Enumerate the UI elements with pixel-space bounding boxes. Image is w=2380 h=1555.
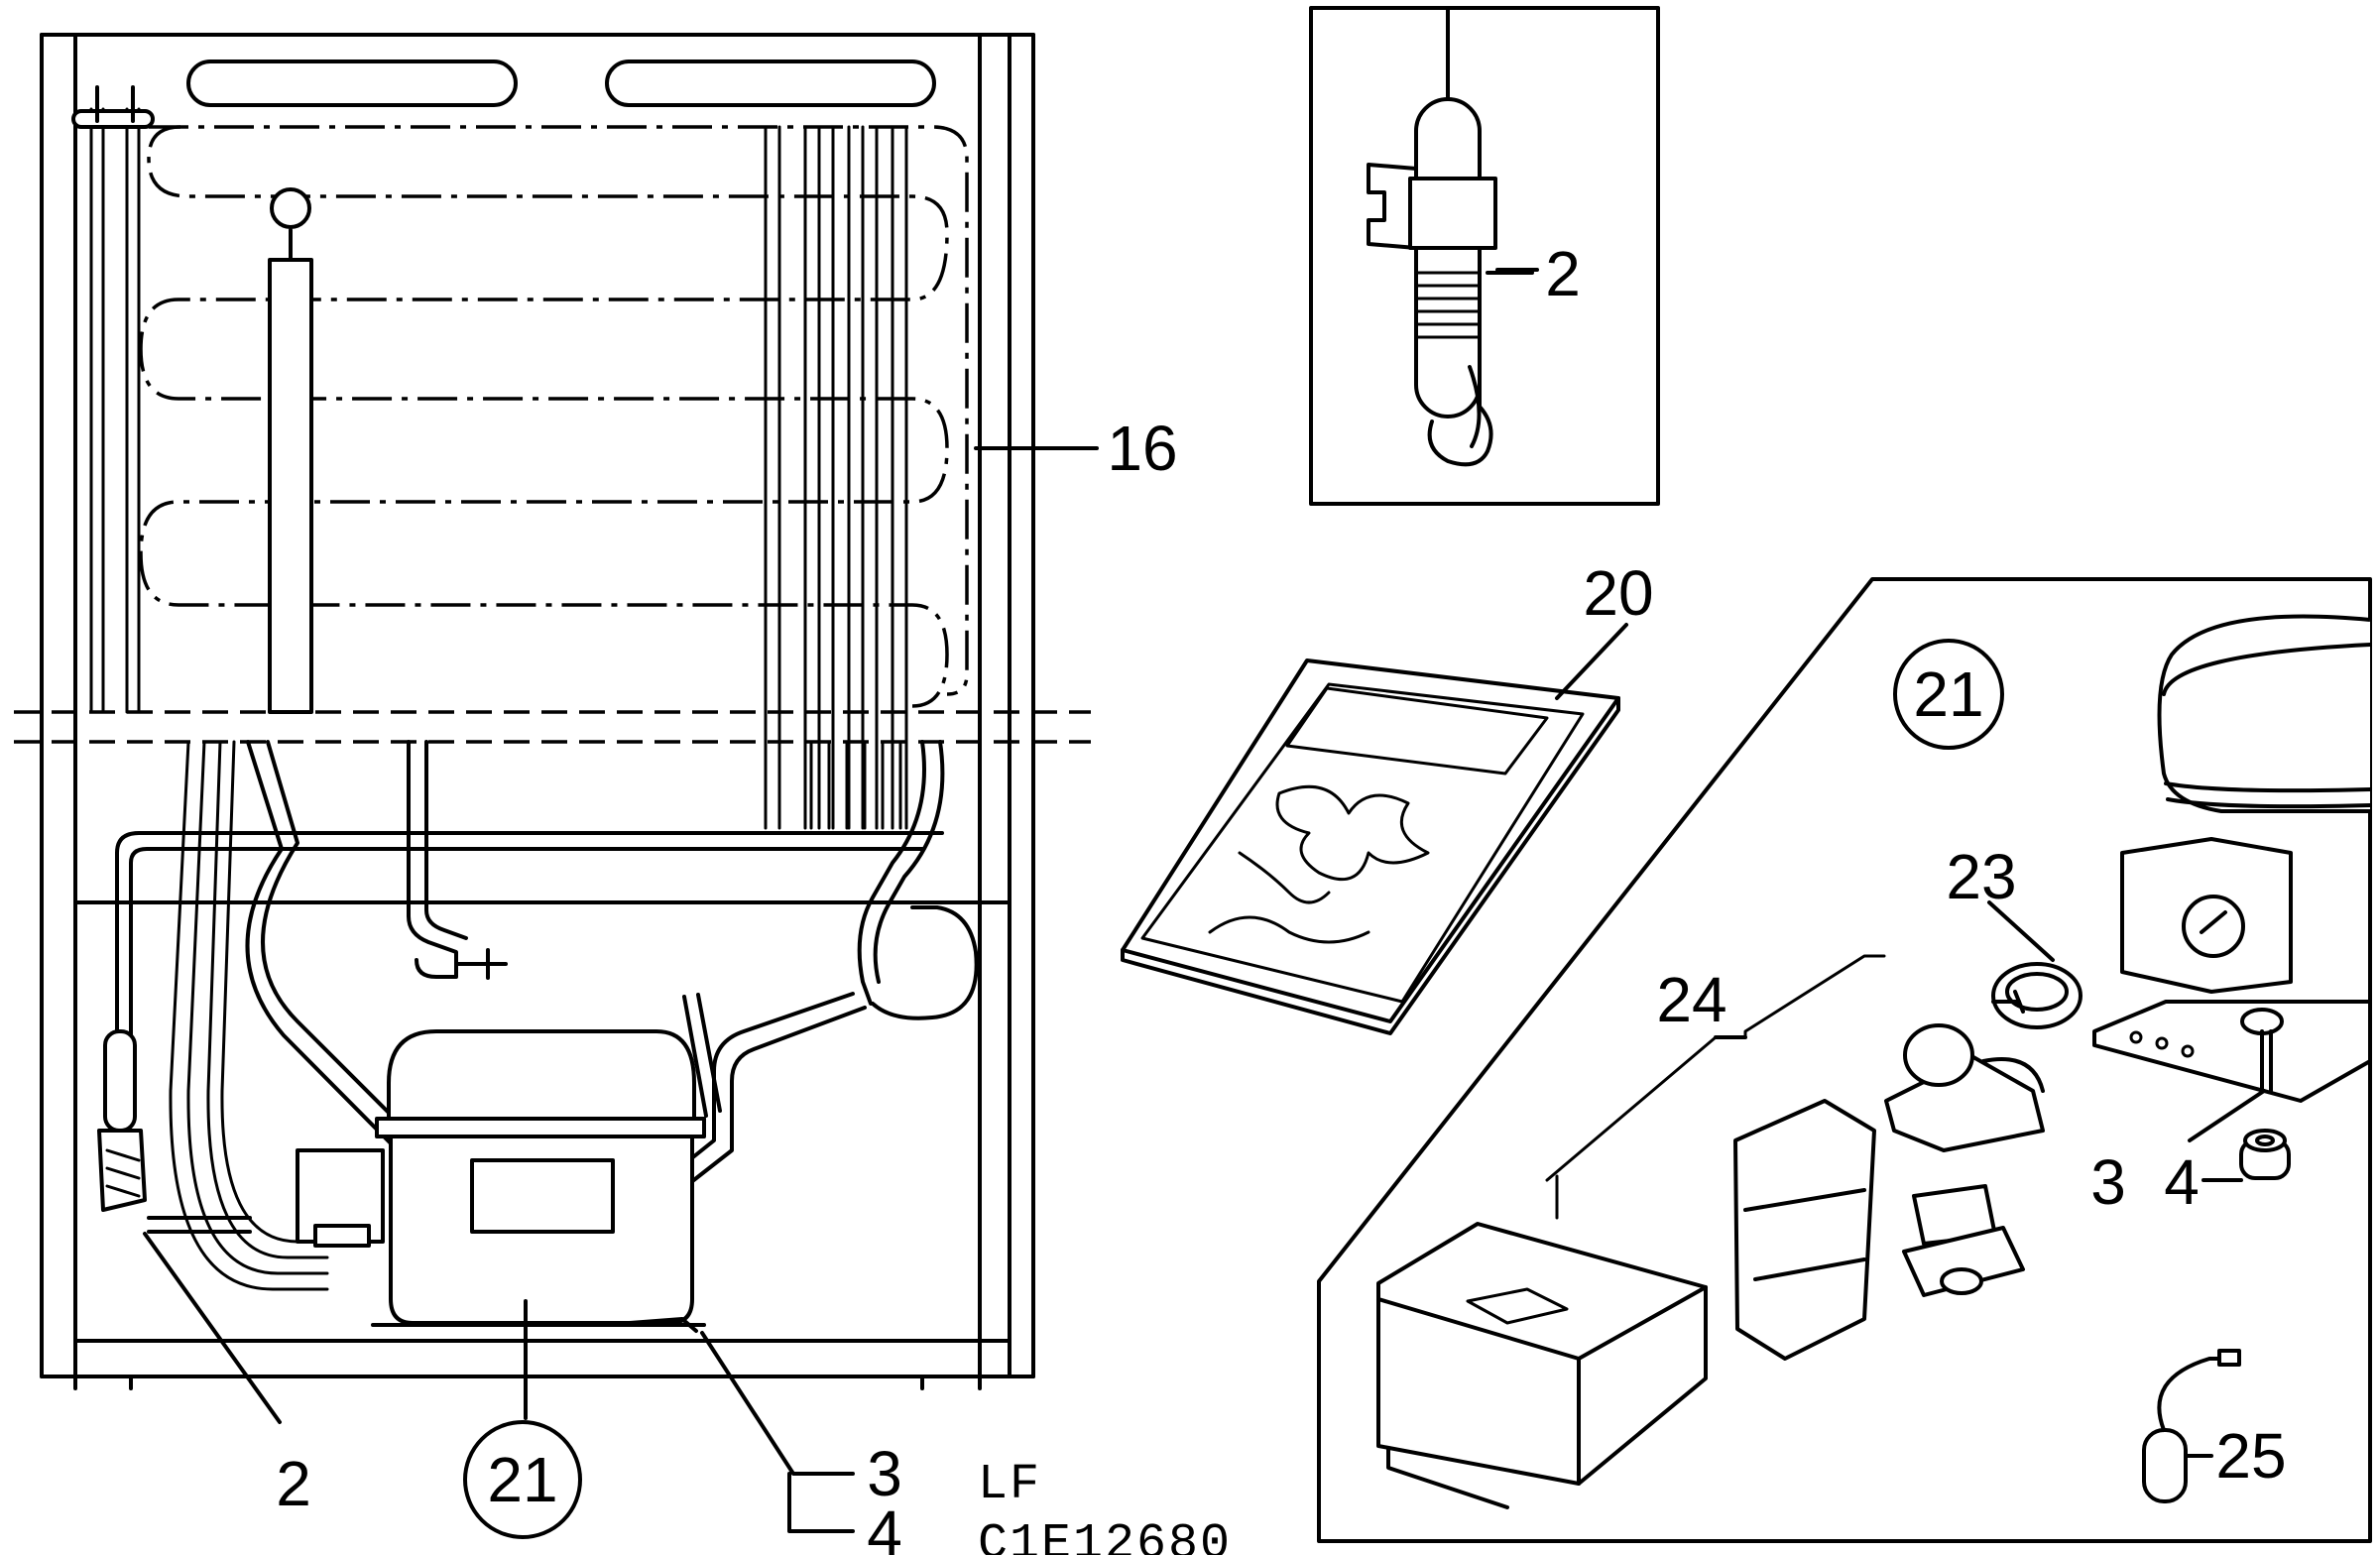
label-20: 20: [1583, 557, 1653, 629]
left-capillary-pipes: [71, 85, 155, 714]
compressor: [296, 1029, 706, 1333]
sensor-detail-inset: [1309, 6, 1660, 506]
part-20-panel: [1121, 658, 1620, 1035]
footer-lf: LF: [978, 1457, 1041, 1513]
label-3-kit: 3: [2090, 1146, 2126, 1218]
leader-lines: [143, 268, 2266, 1533]
label-2-main: 2: [276, 1448, 311, 1519]
top-vent-slots: [186, 60, 936, 107]
label-23: 23: [1946, 841, 2016, 912]
thermostat-sensor: [97, 1029, 252, 1234]
condenser-coil: [139, 125, 969, 708]
lower-piping: [115, 740, 979, 1291]
label-4-main: 4: [867, 1497, 902, 1555]
label-25: 25: [2215, 1420, 2286, 1492]
label-4-kit: 4: [2164, 1146, 2200, 1218]
vertical-tube-bundle: [764, 125, 908, 830]
label-2-inset: 2: [1545, 238, 1581, 309]
drier-tube: [268, 187, 313, 714]
label-21-main: 21: [487, 1444, 557, 1515]
cabinet-rear-view: [14, 33, 1091, 1390]
label-24: 24: [1656, 964, 1726, 1035]
label-16: 16: [1107, 413, 1177, 484]
label-3-main: 3: [867, 1438, 902, 1509]
label-21-kit: 21: [1913, 658, 1983, 730]
compressor-kit-box: [1317, 577, 2372, 1543]
callout-circle-21-main: [463, 1420, 582, 1539]
footer-code: C1E12680: [978, 1516, 1232, 1555]
callout-circle-21-kit: [1893, 639, 2004, 750]
